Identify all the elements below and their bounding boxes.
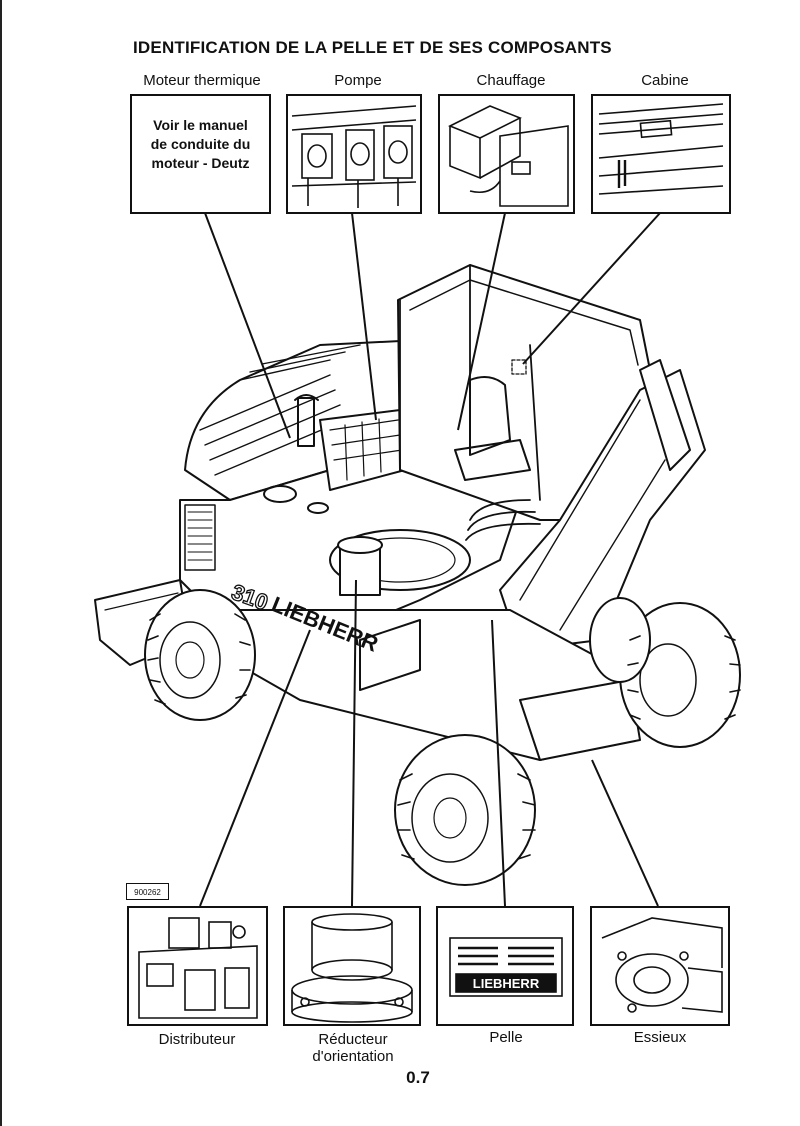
label-moteur-thermique: Moteur thermique (143, 72, 261, 89)
leader-distributeur (199, 629, 311, 907)
engine-note-line2: de conduite du (150, 136, 251, 152)
plate-brand-text: LIEBHERR (473, 976, 540, 991)
distributor-detail-drawing (138, 917, 258, 1019)
figure-reference: 900262 (126, 883, 169, 900)
label-reducteur-orientation: Réducteur d'orientation (278, 1031, 428, 1065)
label-essieux: Essieux (633, 1029, 687, 1046)
leader-reducteur (351, 579, 357, 907)
engine-note-line1: Voir le manuel (153, 117, 248, 133)
leader-cabine (522, 212, 661, 365)
label-pompe: Pompe (334, 72, 382, 89)
axle-detail-drawing (601, 917, 723, 1013)
label-distributeur: Distributeur (158, 1031, 236, 1048)
swing-reducer-detail-drawing (291, 913, 413, 1023)
label-pelle: Pelle (489, 1029, 523, 1046)
engine-manual-note: Voir le manuel de conduite du moteur - D… (132, 116, 269, 173)
label-reducteur-line1: Réducteur (318, 1031, 388, 1048)
frame-distributeur (127, 906, 268, 1026)
page-title: IDENTIFICATION DE LA PELLE ET DE SES COM… (133, 38, 612, 57)
leader-chauffage (457, 212, 506, 431)
frame-cabine (591, 94, 731, 214)
leader-moteur-thermique (204, 212, 291, 439)
frame-chauffage (438, 94, 575, 214)
heater-detail-drawing (448, 105, 569, 207)
label-cabine: Cabine (641, 72, 689, 89)
pump-detail-drawing (291, 105, 417, 208)
label-reducteur-line2: d'orientation (312, 1048, 394, 1065)
page-edge (0, 0, 2, 1126)
frame-pelle: LIEBHERR (436, 906, 574, 1026)
engine-note-line3: moteur - Deutz (151, 155, 250, 171)
cab-detail-drawing (598, 103, 724, 195)
identification-plate-drawing: LIEBHERR (449, 937, 563, 997)
label-chauffage: Chauffage (476, 72, 546, 89)
leader-pompe (351, 212, 377, 421)
page-number: 0.7 (406, 1068, 430, 1087)
frame-essieux (590, 906, 730, 1026)
frame-moteur-thermique: Voir le manuel de conduite du moteur - D… (130, 94, 271, 214)
frame-pompe (286, 94, 422, 214)
leader-essieux (591, 759, 659, 907)
leader-pelle (491, 619, 506, 907)
frame-reducteur-orientation (283, 906, 421, 1026)
